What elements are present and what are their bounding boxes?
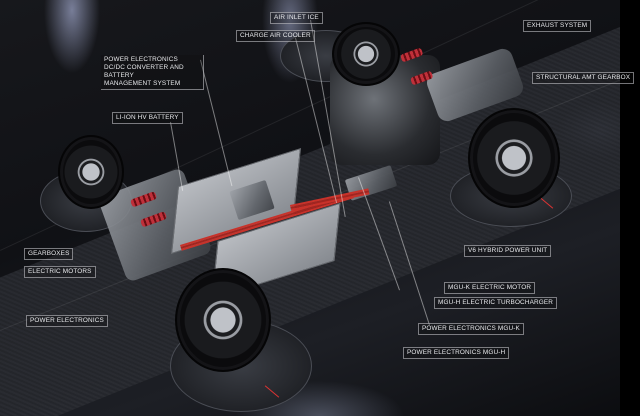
label-power-electronics-mgu-k: POWER ELECTRONICS MGU-K [418, 323, 524, 335]
label-structural-amt-gearbox: STRUCTURAL AMT GEARBOX [532, 72, 635, 84]
label-li-ion-battery: LI-ION HV BATTERY [112, 112, 183, 124]
label-gearboxes: GEARBOXES [24, 248, 74, 260]
front-left-wheel [58, 135, 124, 209]
label-power-electronics: POWER ELECTRONICS [26, 315, 108, 327]
rear-left-wheel [175, 268, 271, 372]
label-line: MANAGEMENT SYSTEM [104, 80, 181, 87]
label-line: POWER ELECTRONICS [104, 56, 178, 63]
label-electric-motors: ELECTRIC MOTORS [24, 266, 96, 278]
label-mgu-h-electric-turbocharger: MGU-H ELECTRIC TURBOCHARGER [434, 297, 558, 309]
label-power-electronics-dcdc: POWER ELECTRONICS DC/DC CONVERTER AND BA… [101, 55, 204, 90]
label-v6-hybrid-power-unit: V6 HYBRID POWER UNIT [464, 245, 552, 257]
rear-right-wheel [468, 108, 560, 208]
label-power-electronics-mgu-h: POWER ELECTRONICS MGU-H [403, 347, 510, 359]
label-air-inlet: AIR INLET ICE [270, 12, 323, 24]
leader-line [200, 59, 233, 187]
image-border [620, 0, 640, 416]
label-exhaust-system: EXHAUST SYSTEM [523, 20, 592, 32]
label-charge-air-cooler: CHARGE AIR COOLER [236, 30, 315, 42]
front-right-wheel [332, 22, 400, 86]
label-mgu-k-electric-motor: MGU-K ELECTRIC MOTOR [444, 282, 536, 294]
label-line: DC/DC CONVERTER AND BATTERY [104, 64, 184, 79]
